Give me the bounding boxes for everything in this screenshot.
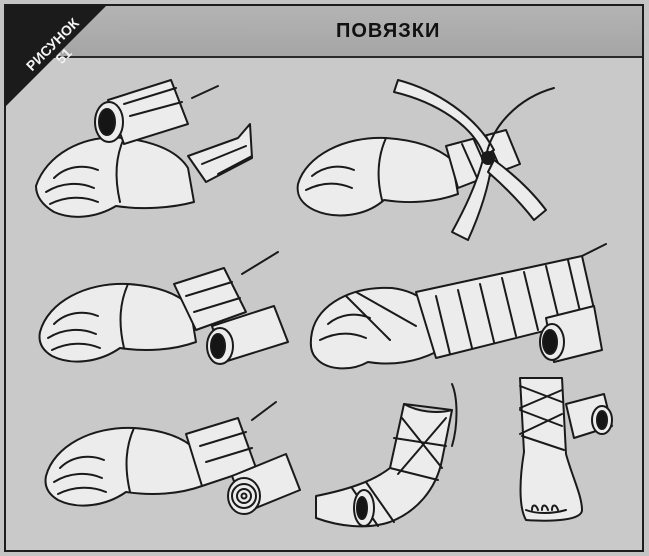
- figure-frame: ПОВЯЗКИ РИСУНОК 51: [4, 4, 644, 552]
- illustration-hand-wrist-bandage-roll: [36, 80, 252, 217]
- illustration-hand-wrist-tied-bandage: [298, 80, 554, 240]
- illustration-hand-wrist-rolled-bandage: [46, 402, 301, 514]
- illustration-hand-wrist-bandage-roll-2: [40, 252, 289, 364]
- illustration-ankle-foot-bandage: [520, 378, 612, 521]
- illustration-elbow-figure-eight-bandage: [316, 384, 457, 526]
- bandage-illustrations: [6, 6, 644, 552]
- illustration-hand-forearm-spiral-bandage: [311, 244, 606, 368]
